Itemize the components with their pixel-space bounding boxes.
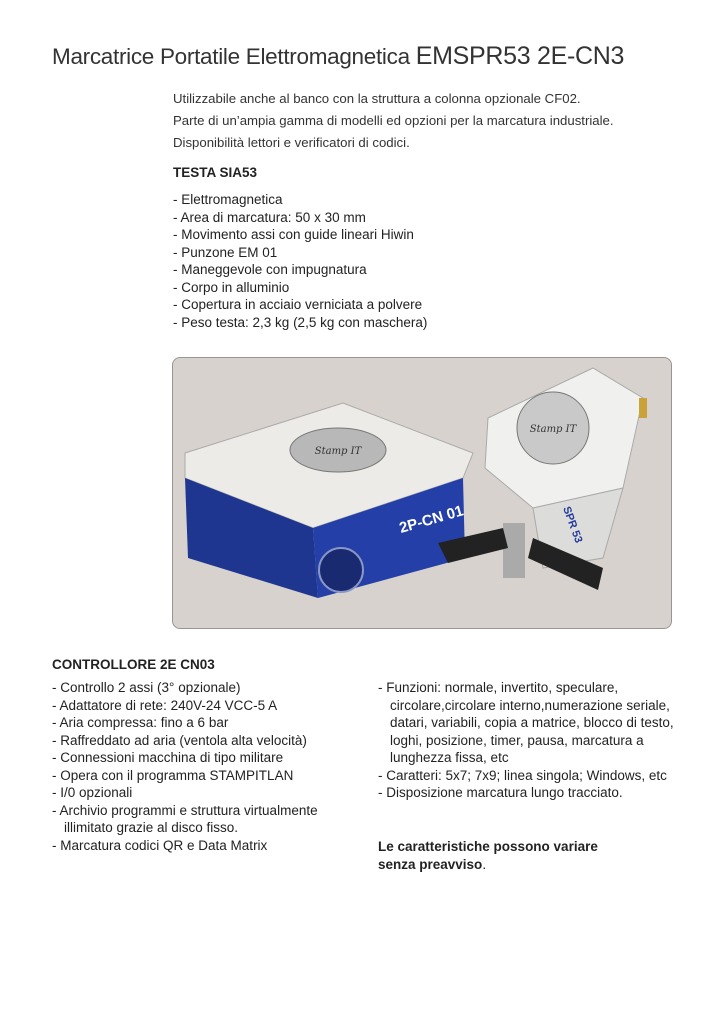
controllore-list: - Controllo 2 assi (3° opzionale) - Adat… — [52, 679, 362, 854]
list-item: - Corpo in alluminio — [173, 279, 290, 295]
list-item: - Adattatore di rete: 240V-24 VCC-5 A — [52, 697, 278, 713]
air-connector — [639, 398, 647, 418]
punch — [503, 523, 525, 578]
note-period: . — [482, 856, 487, 872]
intro-line: Utilizzabile anche al banco con la strut… — [173, 91, 581, 106]
list-item: - Controllo 2 assi (3° opzionale) — [52, 680, 241, 695]
list-item: - Disposizione marcatura lungo tracciato… — [378, 785, 623, 800]
testa-list: - Elettromagnetica - Area di marcatura: … — [173, 191, 427, 331]
list-item: - Movimento assi con guide lineari Hiwin — [173, 227, 414, 242]
intro-line: Disponibilità lettori e verificatori di … — [173, 135, 410, 150]
title-model: EMSPR53 2E-CN3 — [415, 42, 625, 70]
list-item: - Archivio programmi e struttura virtual… — [52, 802, 318, 836]
product-photo: Stamp IT 2P-CN 01 Stamp IT SPR 53 — [172, 357, 672, 629]
title-main: Marcatrice Portatile Elettromagnetica — [52, 44, 410, 69]
disclaimer-note: Le caratteristiche possono variare senza… — [378, 838, 638, 873]
controller-logo: Stamp IT — [315, 446, 363, 457]
list-item: - Marcatura codici QR e Data Matrix — [52, 837, 268, 853]
head-logo: Stamp IT — [530, 424, 578, 435]
head-logo-plate — [516, 391, 590, 465]
list-item: - Area di marcatura: 50 x 30 mm — [173, 209, 366, 225]
handle-left — [438, 528, 508, 563]
fan-icon — [318, 547, 364, 593]
functions-list: - Funzioni: normale, invertito, specular… — [378, 679, 688, 802]
intro-text: Utilizzabile anche al banco con la strut… — [173, 88, 614, 154]
list-item: - Elettromagnetica — [173, 192, 283, 207]
list-item: - Peso testa: 2,3 kg (2,5 kg con mascher… — [173, 314, 428, 330]
logo-plate — [289, 427, 387, 473]
testa-heading: TESTA SIA53 — [173, 165, 258, 180]
note-text: Le caratteristiche possono variare senza… — [378, 839, 598, 872]
controller-side — [185, 478, 318, 598]
intro-line: Parte di un’ampia gamma di modelli ed op… — [173, 113, 614, 128]
list-item: - Connessioni macchina di tipo militare — [52, 750, 284, 765]
controllore-heading: CONTROLLORE 2E CN03 — [52, 657, 215, 672]
list-item: - Copertura in acciaio verniciata a polv… — [173, 297, 423, 312]
list-item: - Funzioni: normale, invertito, specular… — [378, 680, 674, 765]
handle-right — [528, 538, 603, 590]
list-item: - I/0 opzionali — [52, 785, 133, 800]
list-item: - Opera con il programma STAMPITLAN — [52, 767, 294, 783]
list-item: - Punzone EM 01 — [173, 244, 278, 260]
page-title: Marcatrice Portatile Elettromagnetica EM… — [52, 42, 624, 71]
list-item: - Aria compressa: fino a 6 bar — [52, 715, 229, 730]
list-item: - Maneggevole con impugnatura — [173, 262, 367, 277]
product-illustration: Stamp IT 2P-CN 01 Stamp IT SPR 53 — [184, 367, 647, 598]
list-item: - Caratteri: 5x7; 7x9; linea singola; Wi… — [378, 767, 667, 783]
list-item: - Raffreddato ad aria (ventola alta velo… — [52, 732, 307, 748]
